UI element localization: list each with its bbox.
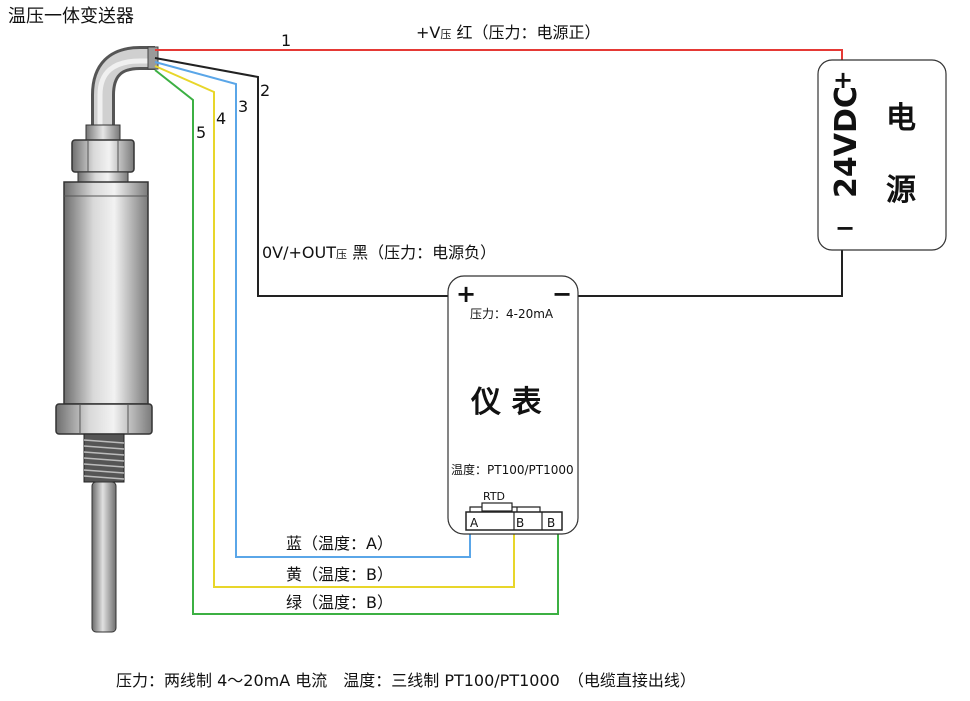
terminal-b2: B	[547, 516, 555, 530]
wire-number-5: 5	[196, 123, 206, 142]
red-wire-label: +V压 红（压力：电源正）	[416, 23, 600, 42]
wire-green-5	[154, 69, 559, 615]
wire-yellow-4	[154, 65, 515, 588]
meter-name: 仪 表	[470, 385, 541, 420]
meter-minus: −	[552, 280, 572, 308]
meter-pressure-label: 压力：4-20mA	[470, 307, 554, 321]
power-supply: + − 24VDC 电 源	[817, 59, 947, 251]
meter-plus: +	[456, 280, 476, 308]
power-plus: +	[833, 66, 853, 94]
rtd-label: RTD	[483, 490, 505, 503]
terminal-b1: B	[516, 516, 524, 530]
meter-instrument: + − 压力：4-20mA 仪 表 温度：PT100/PT1000 A B B …	[447, 275, 579, 535]
transmitter-illustration	[55, 46, 159, 633]
wire-blue-3	[154, 61, 471, 558]
yellow-wire-label: 黄（温度：B）	[286, 565, 393, 584]
wire-number-2: 2	[260, 81, 270, 100]
power-name-2: 源	[886, 173, 916, 208]
power-minus: −	[835, 214, 855, 242]
green-wire-label: 绿（温度：B）	[286, 593, 393, 612]
wire-red-1	[155, 49, 843, 64]
rtd-resistor	[481, 502, 513, 512]
wire-black-2	[154, 57, 843, 297]
black-wire-label: 0V/+OUT压 黑（压力：电源负）	[262, 243, 496, 262]
wire-number-3: 3	[238, 97, 248, 116]
blue-wire-label: 蓝（温度：A）	[286, 534, 393, 553]
power-voltage: 24VDC	[829, 86, 864, 198]
wire-number-1: 1	[281, 31, 291, 50]
power-name-1: 电	[886, 101, 916, 136]
diagram-title: 温压一体变送器	[8, 6, 134, 27]
meter-temp-label: 温度：PT100/PT1000	[451, 462, 574, 477]
caption: 压力：两线制 4～20mA 电流 温度：三线制 PT100/PT1000 （电缆…	[116, 671, 696, 690]
wire-number-4: 4	[216, 109, 226, 128]
terminal-a: A	[470, 516, 479, 530]
